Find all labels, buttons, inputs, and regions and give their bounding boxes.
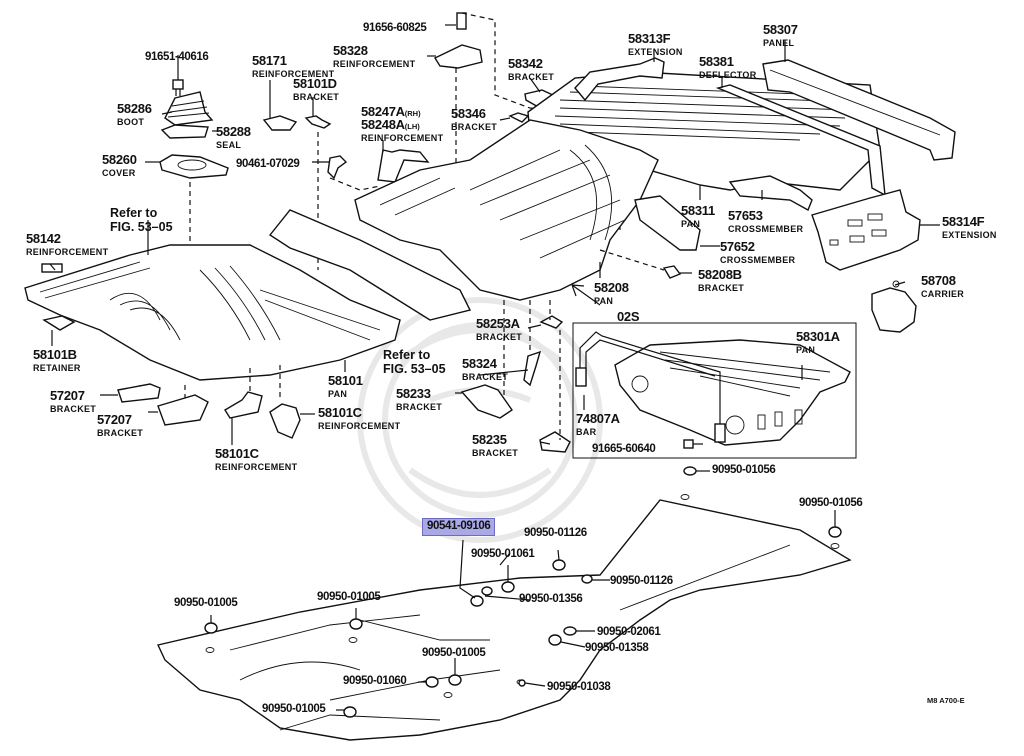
panel-58307 [762, 59, 956, 161]
plug-label[interactable]: 90950-02061 [597, 626, 661, 638]
extension-58313f [574, 57, 665, 102]
extension-58314f [811, 189, 921, 271]
plug-label[interactable]: 90950-01126 [610, 575, 673, 587]
variant-02s-box [572, 322, 857, 459]
bracket-57207-a [117, 383, 161, 403]
bracket-58233 [460, 384, 513, 419]
clip-part [327, 155, 348, 180]
bolt-icon [456, 12, 467, 30]
part-label[interactable]: 90461-07029 [236, 158, 300, 170]
leader-lines [49, 24, 940, 711]
bar-bracket [575, 367, 587, 387]
center-floor-pan-58208 [354, 119, 659, 301]
reinforcement-58142 [41, 263, 63, 273]
plug-label[interactable]: 90950-01005 [422, 647, 486, 659]
plug-label[interactable]: 90950-01005 [262, 703, 326, 715]
bracket-58346-part [508, 112, 530, 123]
bracket-57207-b [157, 394, 209, 426]
variant-label: 02S [617, 309, 640, 324]
part-label[interactable]: 91651-40616 [145, 51, 209, 63]
plug-icons [204, 466, 842, 718]
reinforcement-58101c-a [224, 391, 263, 419]
floor-insulator [157, 499, 852, 741]
bracket-58101d-part [304, 115, 332, 129]
plug-label[interactable]: 90950-01056 [799, 497, 863, 509]
front-floor-pan-58101 [24, 244, 401, 381]
plug-label[interactable]: 90950-01061 [471, 548, 535, 560]
boot-part [164, 91, 214, 126]
plug-label[interactable]: 90950-01356 [519, 593, 583, 605]
plug-label[interactable]: 90950-01005 [317, 591, 381, 603]
bolt-icon [172, 79, 184, 96]
reinforcement-58328-part [433, 44, 483, 69]
cover-part [159, 154, 229, 179]
bracket-58235 [539, 431, 571, 453]
plug-label[interactable]: 90950-01056 [712, 464, 776, 476]
rear-floor-pan-58301a [614, 339, 851, 446]
plug-label[interactable]: 90950-01038 [547, 681, 611, 693]
part-label[interactable]: 58248A(LH)REINFORCEMENT [361, 117, 444, 143]
plug-label[interactable]: 90950-01358 [585, 642, 649, 654]
reinforcement-58171-part [262, 115, 298, 131]
bracket-58324 [523, 350, 542, 387]
retainer-58101b [42, 315, 76, 331]
plug-label[interactable]: 90950-01005 [174, 597, 238, 609]
reinforcement-58247a-part [377, 149, 430, 183]
seal-part [160, 124, 209, 139]
figure-code: M8 A700-E [927, 696, 965, 705]
crossmember-57652 [634, 195, 701, 251]
selected-part-label[interactable]: 90541-09106 [422, 518, 496, 536]
plug-label[interactable]: 90950-01126 [524, 527, 587, 539]
plug-label[interactable]: 90950-01060 [343, 675, 407, 687]
bracket-58253a [539, 315, 564, 329]
bolt-icon [683, 439, 694, 449]
reinforcement-58101c-b [269, 403, 301, 439]
part-label[interactable]: 58247A(RH) [361, 104, 421, 119]
carrier-58708 [871, 287, 917, 333]
floor-crossmember [268, 209, 472, 321]
part-label[interactable]: 91665-60640 [592, 443, 656, 455]
bar-bracket [714, 423, 726, 443]
bracket-58208b [662, 265, 682, 279]
part-label[interactable]: 91656-60825 [363, 22, 427, 34]
crossmember-57653 [728, 175, 813, 211]
